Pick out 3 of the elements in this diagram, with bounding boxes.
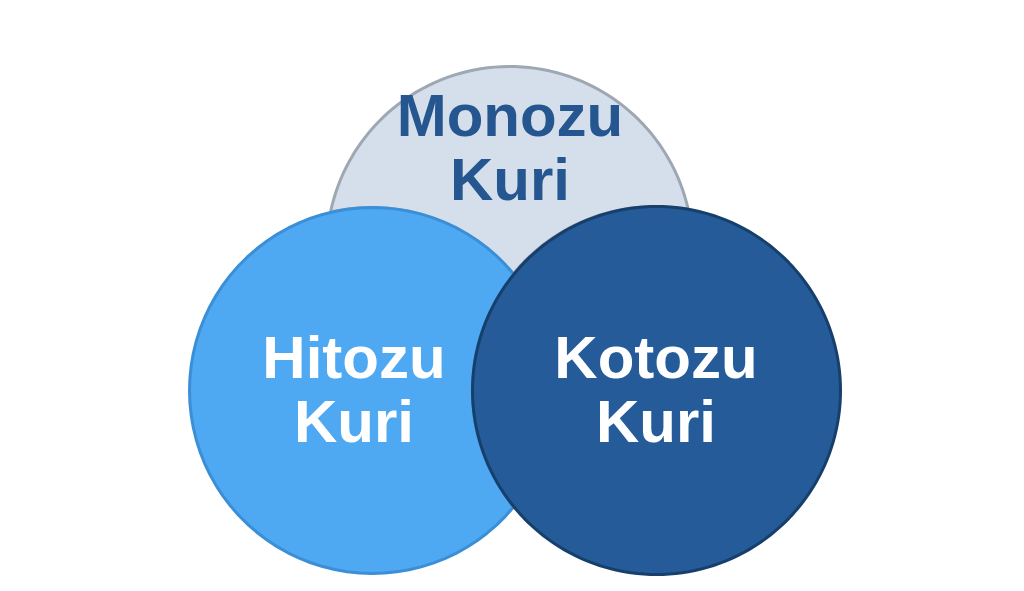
set-label: Hitozu Kuri bbox=[261, 326, 447, 454]
set-label: Kotozu Kuri bbox=[553, 326, 759, 454]
set-label: Monozu Kuri bbox=[395, 84, 625, 212]
